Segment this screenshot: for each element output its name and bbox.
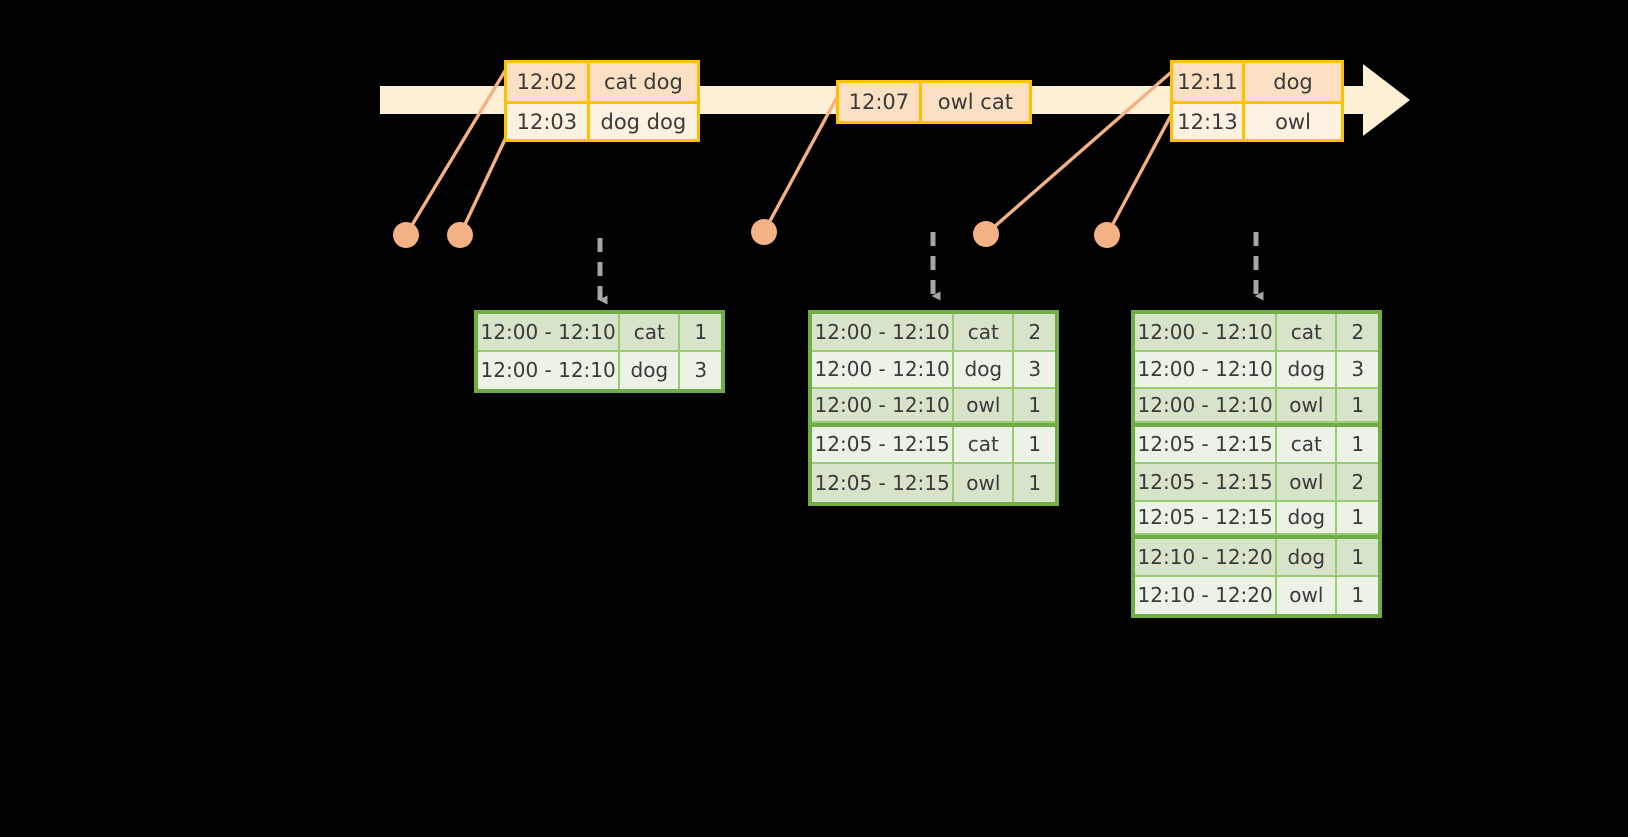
- table-row[interactable]: 12:05 - 12:15 cat 1: [1135, 426, 1378, 464]
- cell-count: 1: [1014, 426, 1055, 464]
- dashed-arrows: [597, 232, 1264, 305]
- cell-word: owl: [954, 464, 1015, 502]
- cell-window: 12:10 - 12:20: [1135, 576, 1278, 614]
- cell-count: 2: [1337, 314, 1378, 352]
- cell-count: 3: [1337, 351, 1378, 389]
- table-row[interactable]: 12:00 - 12:10 cat 2: [812, 314, 1055, 352]
- cell-count: 1: [1337, 389, 1378, 423]
- cell-window: 12:05 - 12:15: [1135, 464, 1278, 502]
- cell-word: dog: [1277, 539, 1338, 577]
- cell-window: 12:05 - 12:15: [812, 464, 955, 502]
- cell-word: owl: [1277, 464, 1338, 502]
- table-row[interactable]: 12:00 - 12:10 owl 1: [812, 389, 1055, 427]
- cell-count: 1: [1337, 501, 1378, 535]
- cell-count: 1: [1337, 539, 1378, 577]
- connector-line-5: [1105, 105, 1178, 236]
- cell-word: cat: [954, 426, 1015, 464]
- cell-count: 1: [1014, 464, 1055, 502]
- cell-window: 12:05 - 12:15: [812, 426, 955, 464]
- event-words: owl: [1245, 104, 1341, 139]
- event-group-1[interactable]: 12:02 cat dog 12:03 dog dog: [504, 60, 700, 142]
- table-row[interactable]: 12:00 - 12:10 owl 1: [1135, 389, 1378, 427]
- table-row[interactable]: 12:00 - 12:10 dog 3: [1135, 351, 1378, 389]
- event-time: 12:02: [507, 63, 590, 101]
- cell-window: 12:10 - 12:20: [1135, 539, 1278, 577]
- result-table-1[interactable]: 12:00 - 12:10 cat 1 12:00 - 12:10 dog 3: [474, 310, 725, 393]
- cell-window: 12:00 - 12:10: [1135, 389, 1278, 423]
- event-dot-5: [1094, 222, 1120, 248]
- table-row[interactable]: 12:00 - 12:10 dog 3: [478, 351, 721, 389]
- event-words: dog: [1245, 63, 1341, 101]
- cell-window: 12:00 - 12:10: [1135, 314, 1278, 352]
- cell-word: cat: [620, 314, 681, 352]
- event-dot-3: [751, 219, 777, 245]
- table-row[interactable]: 12:10 - 12:20 dog 1: [1135, 539, 1378, 577]
- connector-line-2: [458, 132, 510, 236]
- table-row[interactable]: 12:05 - 12:15 cat 1: [812, 426, 1055, 464]
- event-row[interactable]: 12:13 owl: [1173, 101, 1341, 139]
- cell-window: 12:05 - 12:15: [1135, 501, 1278, 535]
- table-row[interactable]: 12:00 - 12:10 cat 1: [478, 314, 721, 352]
- cell-count: 3: [680, 351, 721, 389]
- result-table-2[interactable]: 12:00 - 12:10 cat 2 12:00 - 12:10 dog 3 …: [808, 310, 1059, 506]
- event-row[interactable]: 12:07 owl cat: [839, 83, 1029, 121]
- event-dots: [393, 219, 1120, 248]
- cell-window: 12:00 - 12:10: [1135, 351, 1278, 389]
- event-time: 12:13: [1173, 104, 1245, 139]
- cell-window: 12:00 - 12:10: [812, 351, 955, 389]
- cell-count: 1: [1337, 426, 1378, 464]
- cell-word: owl: [1277, 389, 1338, 423]
- cell-word: cat: [1277, 426, 1338, 464]
- table-row[interactable]: 12:00 - 12:10 cat 2: [1135, 314, 1378, 352]
- cell-count: 2: [1337, 464, 1378, 502]
- event-words: owl cat: [921, 83, 1029, 121]
- cell-word: dog: [620, 351, 681, 389]
- table-row[interactable]: 12:10 - 12:20 owl 1: [1135, 576, 1378, 614]
- event-time: 12:07: [839, 83, 922, 121]
- connector-line-3: [762, 87, 844, 233]
- table-row[interactable]: 12:00 - 12:10 dog 3: [812, 351, 1055, 389]
- cell-window: 12:00 - 12:10: [478, 314, 621, 352]
- cell-window: 12:00 - 12:10: [812, 314, 955, 352]
- table-row[interactable]: 12:05 - 12:15 owl 1: [812, 464, 1055, 502]
- event-row[interactable]: 12:11 dog: [1173, 63, 1341, 101]
- cell-count: 3: [1014, 351, 1055, 389]
- cell-word: owl: [954, 389, 1015, 423]
- event-dot-2: [447, 222, 473, 248]
- result-table-3[interactable]: 12:00 - 12:10 cat 2 12:00 - 12:10 dog 3 …: [1131, 310, 1382, 618]
- event-row[interactable]: 12:03 dog dog: [507, 101, 697, 139]
- cell-count: 2: [1014, 314, 1055, 352]
- cell-window: 12:05 - 12:15: [1135, 426, 1278, 464]
- cell-count: 1: [680, 314, 721, 352]
- event-row[interactable]: 12:02 cat dog: [507, 63, 697, 101]
- cell-word: dog: [954, 351, 1015, 389]
- cell-window: 12:00 - 12:10: [812, 389, 955, 423]
- event-group-3[interactable]: 12:11 dog 12:13 owl: [1170, 60, 1344, 142]
- cell-word: cat: [954, 314, 1015, 352]
- event-dot-1: [393, 222, 419, 248]
- event-group-2[interactable]: 12:07 owl cat: [836, 80, 1032, 124]
- event-words: cat dog: [589, 63, 697, 101]
- cell-count: 1: [1337, 576, 1378, 614]
- event-time: 12:03: [507, 104, 590, 139]
- cell-count: 1: [1014, 389, 1055, 423]
- cell-word: cat: [1277, 314, 1338, 352]
- cell-window: 12:00 - 12:10: [478, 351, 621, 389]
- event-time: 12:11: [1173, 63, 1245, 101]
- table-row[interactable]: 12:05 - 12:15 owl 2: [1135, 464, 1378, 502]
- table-row[interactable]: 12:05 - 12:15 dog 1: [1135, 501, 1378, 539]
- event-dot-4: [973, 221, 999, 247]
- cell-word: dog: [1277, 351, 1338, 389]
- cell-word: owl: [1277, 576, 1338, 614]
- cell-word: dog: [1277, 501, 1338, 535]
- event-words: dog dog: [589, 104, 697, 139]
- connector-line-1: [404, 65, 510, 236]
